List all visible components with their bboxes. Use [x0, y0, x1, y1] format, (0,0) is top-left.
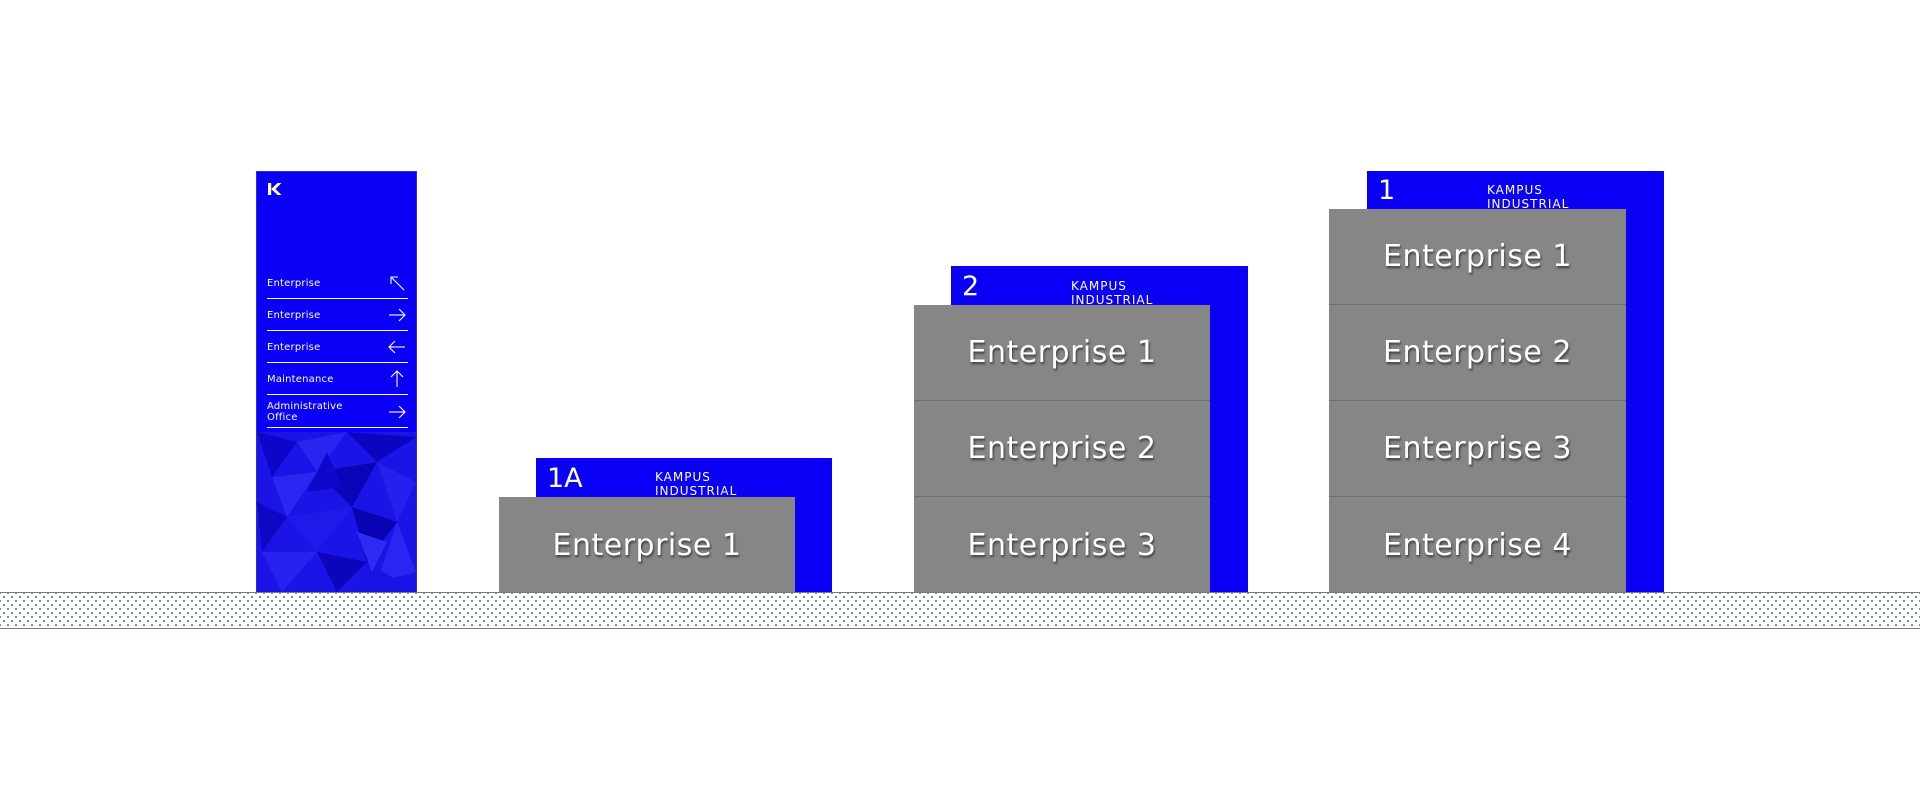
- directory-item: Enterprise: [267, 299, 408, 331]
- directory-item: Enterprise: [267, 267, 408, 299]
- directional-pylon: Enterprise Enterprise Enterprise Mainten…: [256, 171, 417, 593]
- sign-number: 2: [962, 271, 980, 302]
- sign-brand: KAMPUS INDUSTRIAL: [1071, 279, 1154, 307]
- arrow-up-left-icon: [390, 276, 405, 291]
- sign-tiers: Enterprise 1 Enterprise 2 Enterprise 3: [914, 305, 1210, 593]
- tenant-panel: Enterprise 3: [914, 497, 1210, 593]
- arrow-right-icon: [389, 405, 406, 419]
- sign-tiers: Enterprise 1: [499, 497, 795, 593]
- arrow-up-icon: [390, 370, 404, 387]
- geometric-pattern: [257, 432, 416, 592]
- arrow-left-icon: [388, 340, 405, 354]
- directory-item-label: Enterprise: [267, 278, 321, 289]
- ground-strip: [0, 592, 1920, 629]
- directory-item-label: Maintenance: [267, 374, 334, 385]
- sign-tiers: Enterprise 1 Enterprise 2 Enterprise 3 E…: [1329, 209, 1626, 593]
- directory-list: Enterprise Enterprise Enterprise Mainten…: [267, 267, 408, 428]
- directory-item-label: Enterprise: [267, 342, 321, 353]
- arrow-right-icon: [389, 308, 406, 322]
- directory-item-label: Enterprise: [267, 310, 321, 321]
- sign-brand: KAMPUS INDUSTRIAL: [655, 470, 738, 498]
- directory-item: Enterprise: [267, 331, 408, 363]
- sign-brand: KAMPUS INDUSTRIAL: [1487, 183, 1570, 211]
- k-logo-icon: [268, 183, 282, 195]
- tenant-panel: Enterprise 3: [1329, 401, 1626, 497]
- directory-item: Maintenance: [267, 363, 408, 395]
- sign-number: 1A: [547, 463, 583, 494]
- tenant-panel: Enterprise 1: [1329, 209, 1626, 305]
- tenant-panel: Enterprise 4: [1329, 497, 1626, 593]
- tenant-panel: Enterprise 2: [914, 401, 1210, 497]
- sign-number: 1: [1378, 175, 1396, 206]
- tenant-panel: Enterprise 2: [1329, 305, 1626, 401]
- tenant-panel: Enterprise 1: [499, 497, 795, 593]
- tenant-panel: Enterprise 1: [914, 305, 1210, 401]
